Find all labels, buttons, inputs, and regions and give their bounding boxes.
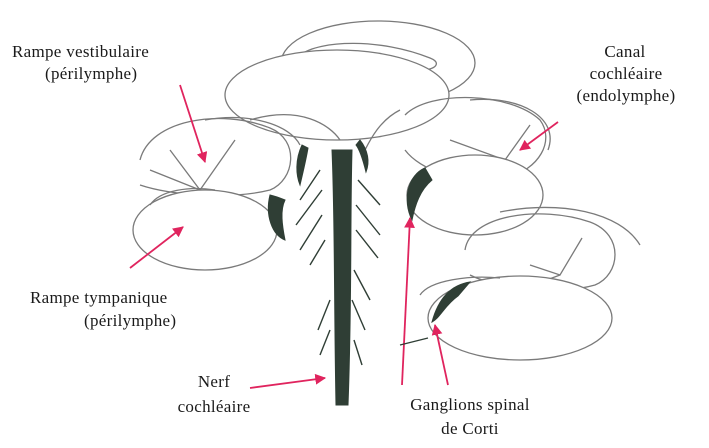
label-ganglions-2: de Corti	[410, 419, 530, 439]
label-canal-1: Canal	[590, 42, 660, 62]
label-nerf-2: cochléaire	[164, 397, 264, 417]
upper-central-turn	[225, 50, 449, 140]
label-rampe-tympanique-2: (périlymphe)	[84, 311, 176, 331]
label-canal-3: (endolymphe)	[564, 86, 688, 106]
arrow-ganglion-upper	[402, 218, 410, 385]
right-middle-scala	[407, 155, 543, 235]
arrow-nerf	[250, 378, 325, 388]
label-ganglions-1: Ganglions spinal	[380, 395, 560, 415]
arrow-canal-cochleaire	[520, 122, 558, 150]
left-lower-scala	[133, 190, 277, 270]
label-canal-2: cochléaire	[578, 64, 674, 84]
label-rampe-vestibulaire-2: (périlymphe)	[45, 64, 137, 84]
cochlear-nerve-trunk	[332, 150, 352, 405]
label-rampe-tympanique-1: Rampe tympanique	[30, 288, 167, 308]
label-rampe-vestibulaire-1: Rampe vestibulaire	[12, 42, 149, 62]
nerve-branch-upper-left	[297, 145, 308, 185]
nerve-branch-upper-right	[356, 140, 368, 172]
label-nerf-1: Nerf	[180, 372, 248, 392]
